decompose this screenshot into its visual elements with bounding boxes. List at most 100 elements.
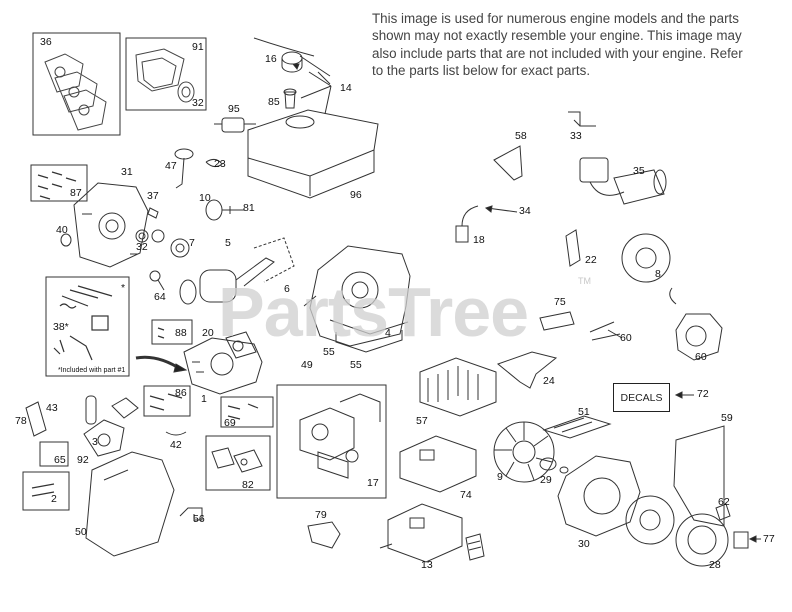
- part-label-96[interactable]: 96: [350, 189, 362, 201]
- part-label-16[interactable]: 16: [265, 53, 277, 65]
- seal-40: [60, 233, 72, 247]
- box-87-bolts: [30, 164, 88, 202]
- part-label-37[interactable]: 37: [147, 190, 159, 202]
- part-label-64[interactable]: 64: [154, 291, 166, 303]
- box-69-bolts: [220, 396, 274, 428]
- part-label-58[interactable]: 58: [515, 130, 527, 142]
- part-label-72[interactable]: 72: [697, 388, 709, 400]
- recoil-starter-28: [675, 503, 731, 567]
- part-label-78[interactable]: 78: [15, 415, 27, 427]
- part-label-55b[interactable]: 55: [350, 359, 362, 371]
- part-label-36[interactable]: 36: [40, 36, 52, 48]
- part-label-81[interactable]: 81: [243, 202, 255, 214]
- part-label-14[interactable]: 14: [340, 82, 352, 94]
- box-65: [39, 441, 69, 467]
- part-label-40[interactable]: 40: [56, 224, 68, 236]
- watermark-trademark: TM: [578, 276, 591, 286]
- part-label-57[interactable]: 57: [416, 415, 428, 427]
- bracket-56: [179, 507, 203, 521]
- blower-housing-50: [85, 451, 175, 557]
- part-label-82[interactable]: 82: [242, 479, 254, 491]
- part-label-5[interactable]: 5: [225, 237, 231, 249]
- part-label-18[interactable]: 18: [473, 234, 485, 246]
- plate-75: [539, 311, 575, 331]
- note-line: shown may not exactly resemble your engi…: [372, 28, 742, 44]
- part-label-38[interactable]: 38*: [53, 321, 69, 333]
- part-label-28[interactable]: 28: [709, 559, 721, 571]
- box-82-gaskets: [205, 435, 271, 491]
- part-label-91[interactable]: 91: [192, 41, 204, 53]
- gaskets-82: [211, 447, 263, 473]
- starter-motor-35: [579, 157, 667, 205]
- part-label-6[interactable]: 6: [284, 283, 290, 295]
- part-label-60[interactable]: 60: [620, 332, 632, 344]
- note-line: This image is used for numerous engine m…: [372, 11, 739, 26]
- cover-3: [83, 419, 125, 457]
- bracket-58: [493, 145, 523, 181]
- part-label-32[interactable]: 32: [192, 97, 204, 109]
- part-label-77[interactable]: 77: [763, 533, 775, 545]
- part-label-13[interactable]: 13: [421, 559, 433, 571]
- part-label-65[interactable]: 65: [54, 454, 66, 466]
- decals-box[interactable]: DECALS: [613, 383, 670, 412]
- part-label-59[interactable]: 59: [721, 412, 733, 424]
- part-label-33[interactable]: 33: [570, 130, 582, 142]
- part-label-75[interactable]: 75: [554, 296, 566, 308]
- box-17-carburetor: [276, 384, 387, 499]
- governor-spring-23: [205, 158, 223, 168]
- bracket-33: [568, 111, 596, 127]
- part-label-49[interactable]: 49: [301, 359, 313, 371]
- part-label-1[interactable]: 1: [201, 393, 207, 405]
- part-label-34[interactable]: 34: [519, 205, 531, 217]
- part-label-42[interactable]: 42: [170, 439, 182, 451]
- part-label-87[interactable]: 87: [70, 187, 82, 199]
- part-label-62[interactable]: 62: [718, 496, 730, 508]
- part-label-7[interactable]: 7: [189, 237, 195, 249]
- fan-housing-30: [557, 455, 641, 537]
- part-label-8[interactable]: 8: [655, 268, 661, 280]
- part-label-55[interactable]: 55: [323, 346, 335, 358]
- part-label-24[interactable]: 24: [543, 375, 555, 387]
- part-label-35[interactable]: 35: [633, 165, 645, 177]
- part-label-31[interactable]: 31: [121, 166, 133, 178]
- part-label-17[interactable]: 17: [367, 477, 379, 489]
- fan-9: [493, 421, 555, 483]
- part-label-95[interactable]: 95: [228, 103, 240, 115]
- part-label-star[interactable]: *: [121, 282, 126, 294]
- part-label-47[interactable]: 47: [165, 160, 177, 172]
- part-label-69[interactable]: 69: [224, 417, 236, 429]
- cup-29: [539, 457, 569, 474]
- carburetor-17: [299, 393, 381, 479]
- part-label-51[interactable]: 51: [578, 406, 590, 418]
- part-label-50[interactable]: 50: [75, 526, 87, 538]
- part-label-22[interactable]: 22: [585, 254, 597, 266]
- part-label-3[interactable]: 3: [92, 436, 98, 448]
- part-label-29[interactable]: 29: [540, 474, 552, 486]
- heat-shield: [465, 533, 485, 561]
- bolts-86: [149, 393, 183, 411]
- box-77: [733, 531, 749, 549]
- cover-24: [496, 351, 558, 389]
- part-label-74[interactable]: 74: [460, 489, 472, 501]
- part-label-10[interactable]: 10: [199, 192, 211, 204]
- part-label-88[interactable]: 88: [175, 327, 187, 339]
- bearing-32: [135, 229, 165, 243]
- part-label-56[interactable]: 56: [193, 513, 205, 525]
- valve-64: [149, 270, 165, 291]
- part-label-79[interactable]: 79: [315, 509, 327, 521]
- box-36-gaskets: [32, 32, 121, 136]
- part-label-4[interactable]: 4: [385, 327, 391, 339]
- crankcase-cover-31: [73, 182, 149, 268]
- part-label-20[interactable]: 20: [202, 327, 214, 339]
- part-label-85[interactable]: 85: [268, 96, 280, 108]
- part-label-30[interactable]: 30: [578, 538, 590, 550]
- part-label-2[interactable]: 2: [51, 493, 57, 505]
- part-label-60b[interactable]: 60: [695, 351, 707, 363]
- engine-block-4: [303, 245, 411, 353]
- part-label-9[interactable]: 9: [497, 471, 503, 483]
- part-label-86[interactable]: 86: [175, 387, 187, 399]
- part-label-23[interactable]: 23: [214, 158, 226, 170]
- part-label-43[interactable]: 43: [46, 402, 58, 414]
- part-label-32b[interactable]: 32: [136, 241, 148, 253]
- part-label-92[interactable]: 92: [77, 454, 89, 466]
